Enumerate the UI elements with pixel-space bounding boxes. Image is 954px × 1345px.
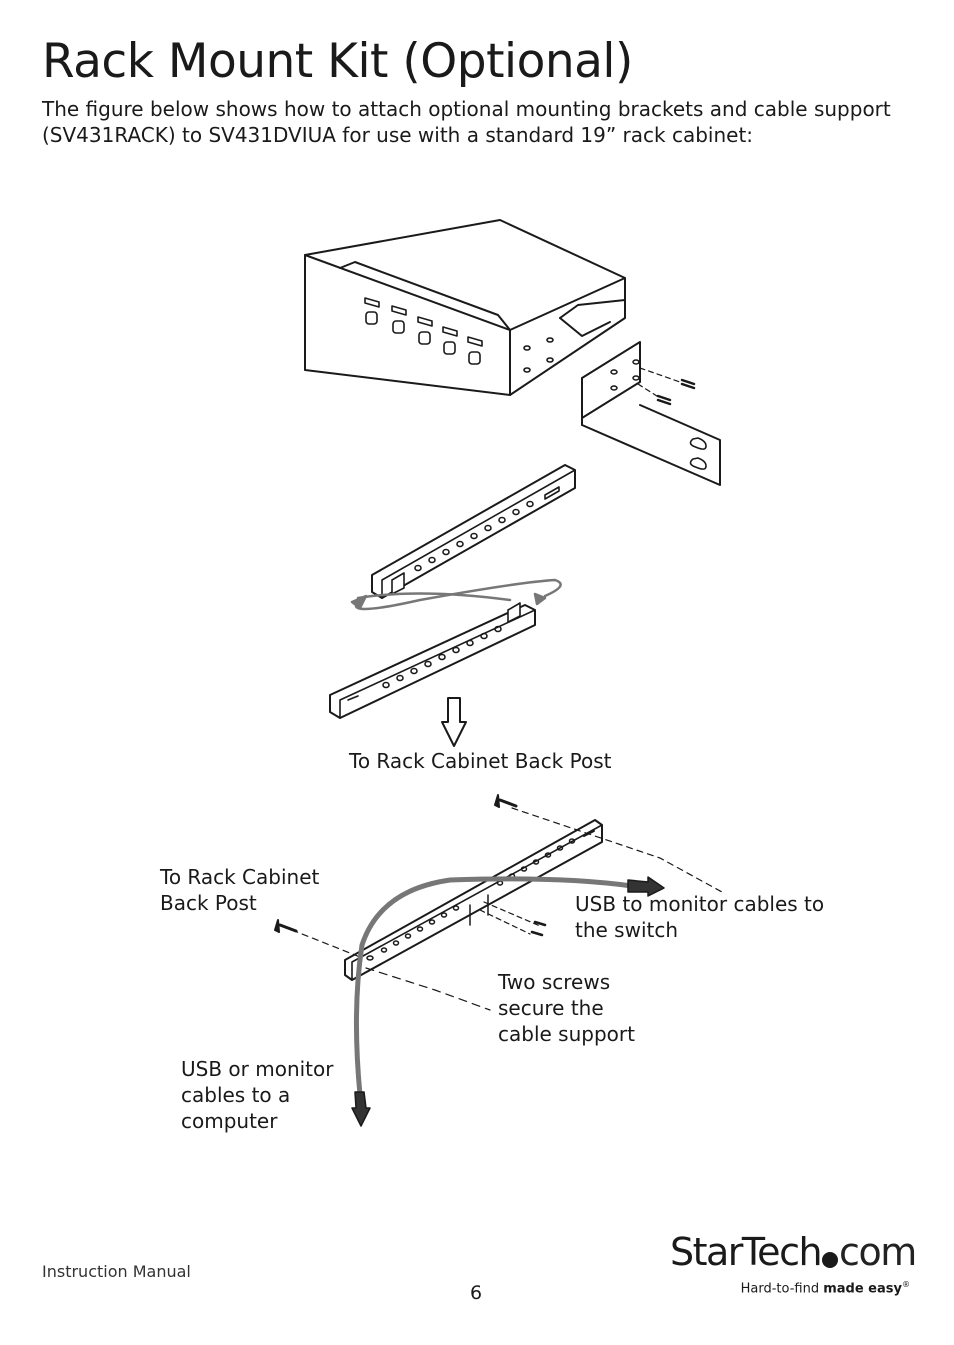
label-two-screws-line-3: cable support	[498, 1022, 635, 1046]
kvm-switch-drawing	[304, 219, 626, 396]
label-usb-to-switch-line-1: USB to monitor cables to	[575, 892, 825, 916]
intro-line-2: (SV431RACK) to SV431DVIUA for use with a…	[42, 123, 754, 147]
startech-logo: StarTech com Hard-to-find made easy®	[670, 1232, 920, 1302]
cable-arrow-right	[627, 876, 665, 897]
installed-rail-drawing	[274, 794, 723, 1011]
label-usb-to-computer-line-2: cables to a	[181, 1083, 291, 1107]
logo-text-b: com	[839, 1230, 917, 1274]
intro-line-1: The figure below shows how to attach opt…	[42, 97, 891, 121]
intro-paragraph: The figure below shows how to attach opt…	[42, 96, 922, 148]
lower-rail-drawing	[329, 602, 536, 719]
front-bracket-drawing	[581, 341, 721, 486]
footer-manual-label: Instruction Manual	[42, 1262, 191, 1281]
tagline-mark: ®	[902, 1280, 910, 1289]
label-usb-to-switch-line-2: the switch	[575, 918, 679, 942]
label-usb-to-computer-line-1: USB or monitor	[181, 1057, 334, 1081]
label-two-screws-line-2: secure the	[498, 996, 604, 1020]
cable-drawing	[353, 876, 635, 1098]
page-title: Rack Mount Kit (Optional)	[42, 34, 633, 89]
tagline-a: Hard-to-find	[740, 1281, 824, 1297]
label-two-screws: Two screws secure the cable support	[498, 969, 635, 1047]
label-back-post-left-line-1: To Rack Cabinet	[160, 865, 320, 889]
logo-tagline: Hard-to-find made easy®	[670, 1280, 910, 1296]
label-usb-to-computer-line-3: computer	[181, 1109, 278, 1133]
rotate-arrow-drawing	[350, 578, 562, 611]
label-usb-to-switch: USB to monitor cables to the switch	[575, 891, 824, 943]
label-back-post-left: To Rack Cabinet Back Post	[160, 864, 319, 916]
label-back-post-top: To Rack Cabinet Back Post	[349, 749, 612, 773]
cable-arrow-down	[351, 1091, 371, 1127]
logo-wordmark: StarTech com	[670, 1232, 920, 1272]
label-usb-to-computer: USB or monitor cables to a computer	[181, 1056, 333, 1134]
logo-text-a: StarTech	[670, 1230, 823, 1274]
upper-rail-drawing	[371, 464, 576, 599]
down-arrow-drawing	[441, 697, 467, 747]
page-number: 6	[470, 1282, 483, 1304]
tagline-b: made easy	[823, 1281, 902, 1297]
label-two-screws-line-1: Two screws	[498, 970, 611, 994]
label-back-post-left-line-2: Back Post	[160, 891, 257, 915]
logo-dot-icon	[822, 1252, 839, 1268]
